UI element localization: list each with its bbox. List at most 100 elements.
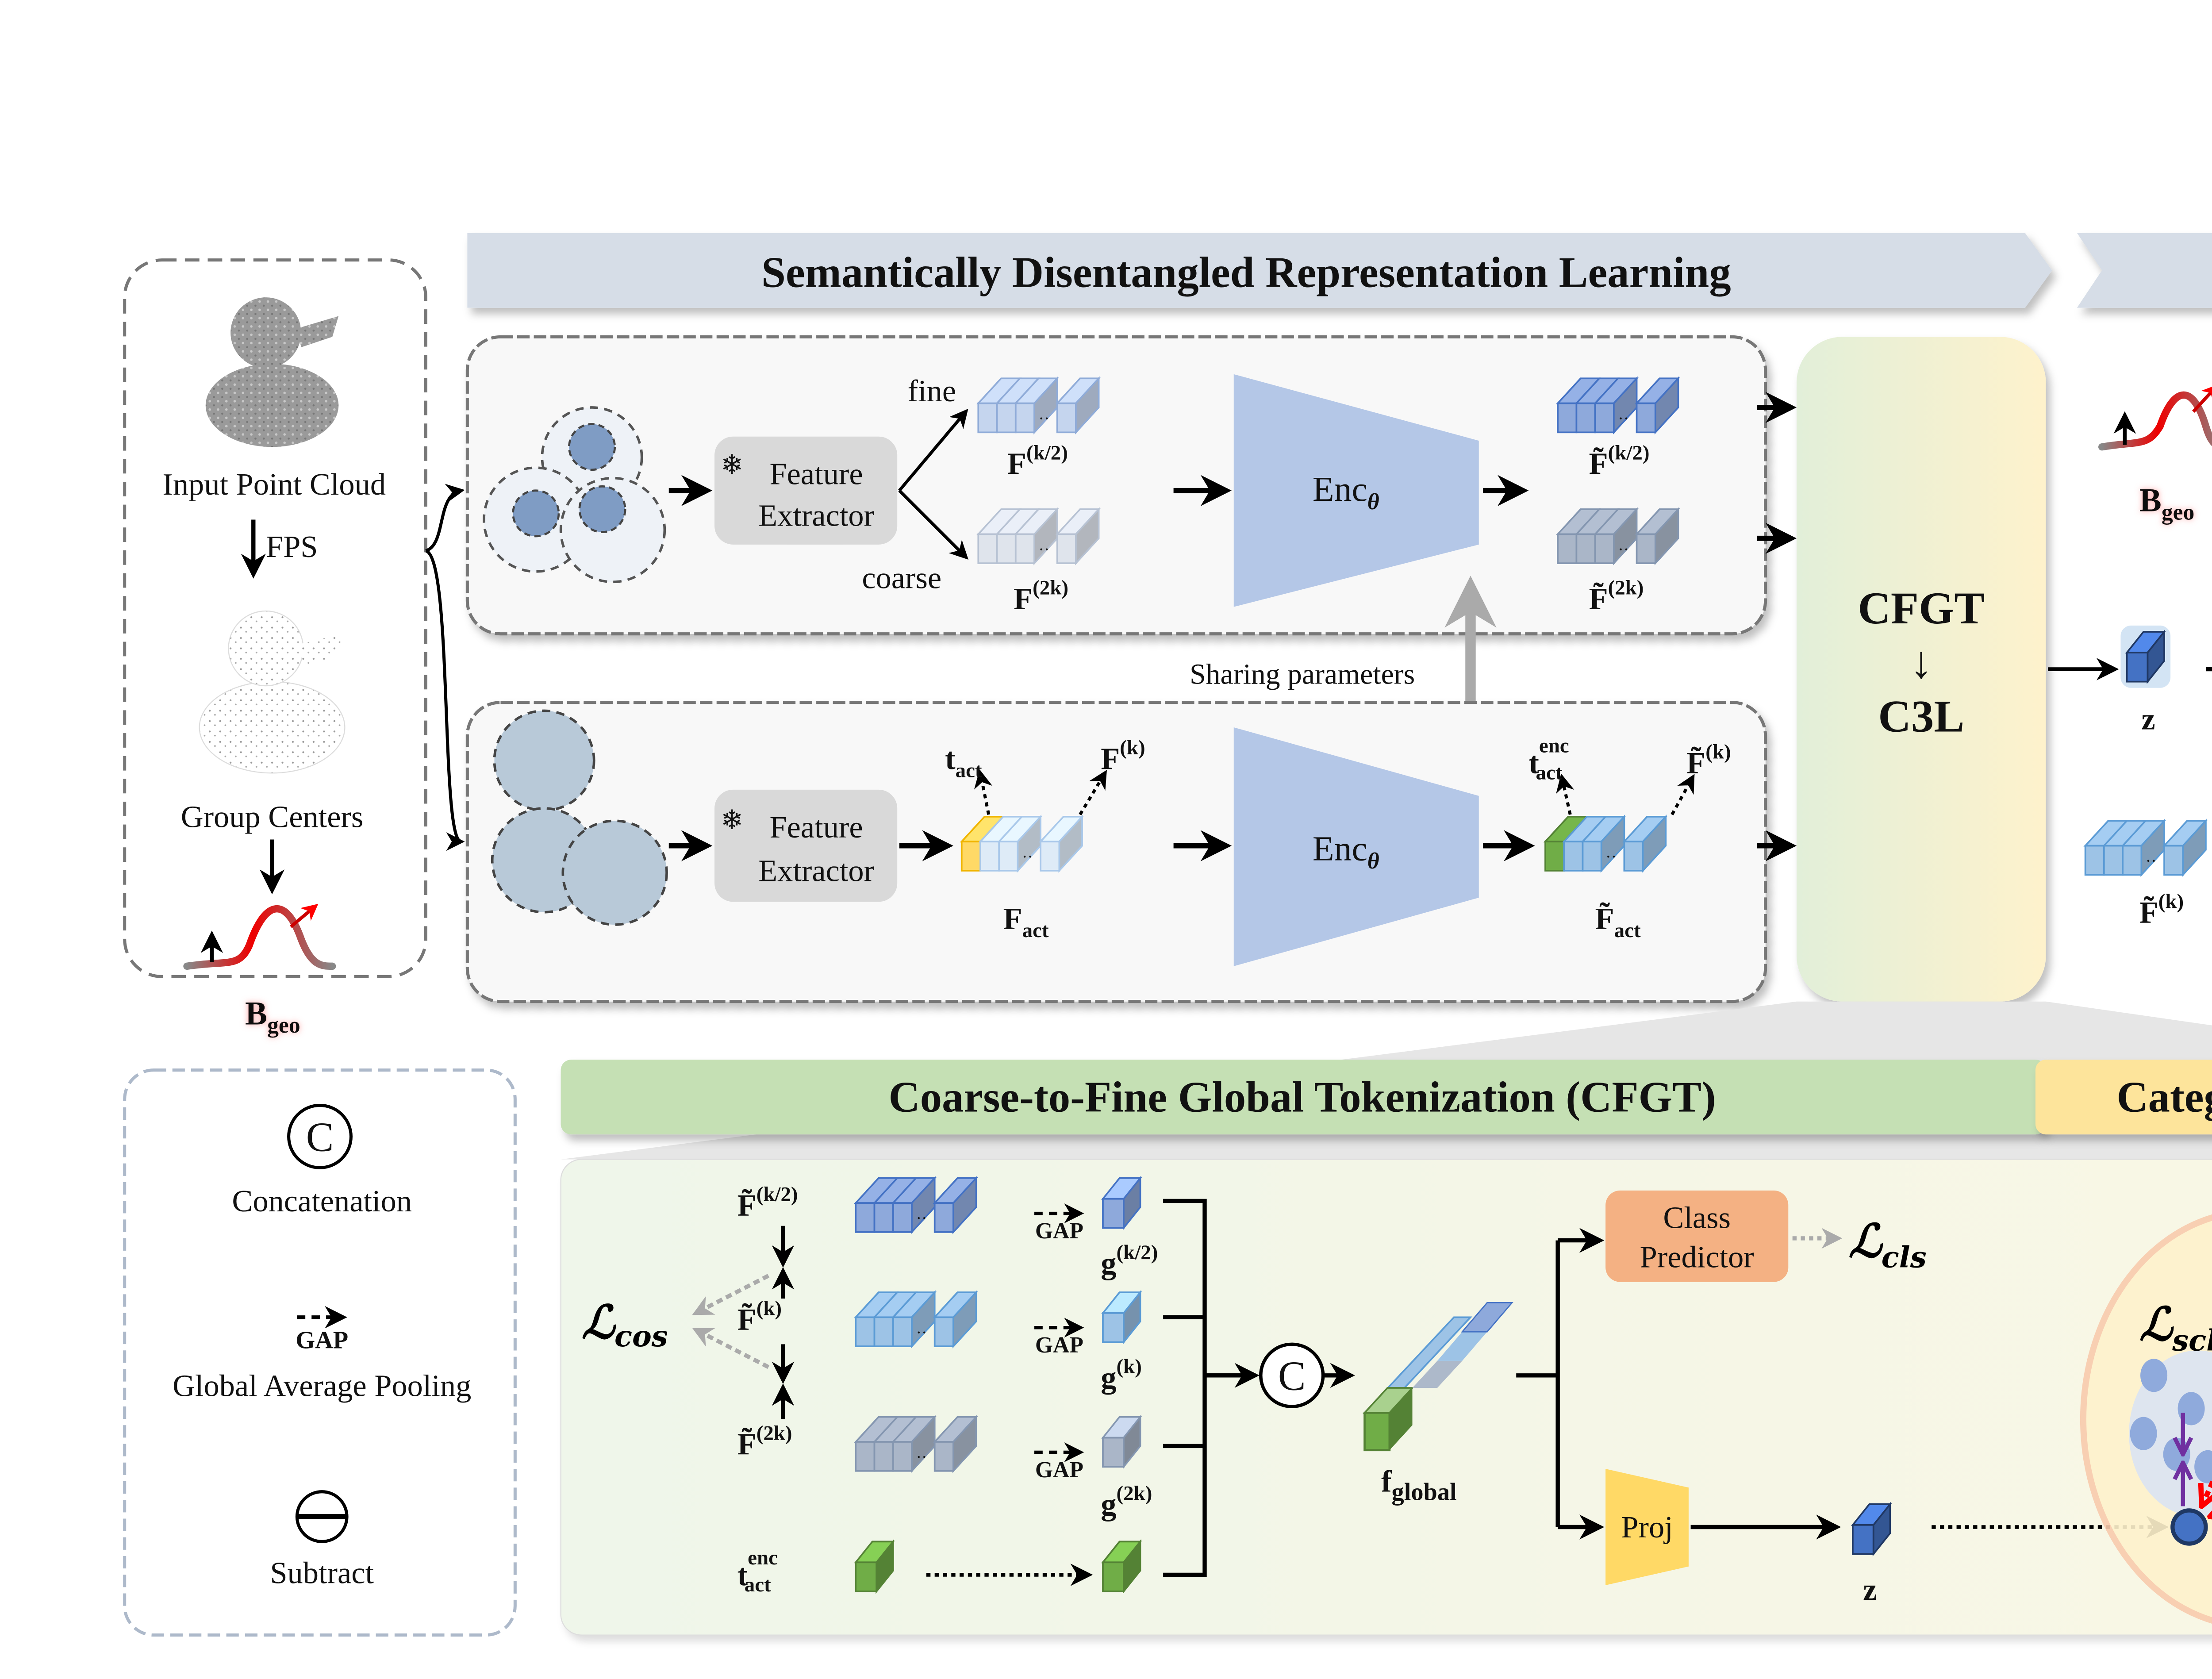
input-point-cloud-label: Input Point Cloud: [162, 467, 386, 502]
cfgt-header: [561, 1060, 2046, 1135]
ellipsis-dots: ··: [1038, 410, 1049, 428]
ellipsis-dots: ··: [916, 1448, 927, 1467]
feature-cell-front: [977, 402, 998, 434]
feature-cell-side: [1058, 815, 1083, 873]
g-k2-label: g(k/2): [1101, 1241, 1158, 1281]
feature-cell-front: [1582, 841, 1602, 872]
gap-label-2k: GAP: [1035, 1457, 1083, 1483]
t-act-enc-dotted-arrow: [1556, 773, 1575, 815]
operator-legend-box: [123, 1068, 517, 1637]
feature-dot: [2130, 1417, 2157, 1450]
global-average-pooling-label: Global Average Pooling: [173, 1369, 471, 1403]
l-cos-label: ℒcos: [582, 1295, 668, 1353]
g-2k-cube: [1101, 1414, 1142, 1469]
g-k-cube: [1101, 1290, 1142, 1345]
feature-cell-front: [933, 1202, 954, 1233]
svg-text:C: C: [1278, 1353, 1306, 1399]
svg-text:C: C: [306, 1114, 334, 1160]
ellipsis-dots: ··: [1618, 410, 1629, 428]
cfgt-c3l-box: [1797, 337, 2046, 1002]
cfgt-block-ft-2k: ··: [854, 1414, 978, 1473]
feature-cell-front: [873, 1441, 894, 1472]
feature-cell-side: [952, 1414, 977, 1473]
gap-label-k: GAP: [1035, 1333, 1083, 1358]
feature-block-ft-2k: ··: [1555, 507, 1680, 565]
bottom-detail-panel-border: [560, 1159, 2212, 1636]
ft-act-label: F̃act: [1595, 901, 1641, 942]
bottom-snowflake-icon: ❄: [721, 806, 743, 835]
input-point-cloud-duck-icon: [205, 297, 339, 447]
top-feature-extractor-box: [714, 436, 898, 545]
feature-cell-front: [1014, 402, 1035, 434]
ellipsis-dots: ··: [1022, 848, 1033, 866]
proj-label: Proj: [1621, 1510, 1673, 1545]
feature-cell-side: [952, 1290, 977, 1349]
fps-label: FPS: [266, 530, 318, 564]
feature-cell-front: [2103, 845, 2124, 876]
feature-cell-side: [1075, 507, 1100, 565]
cfgt-header-title: Coarse-to-Fine Global Tokenization (CFGT…: [889, 1073, 1716, 1122]
feature-cell-side: [1642, 815, 1667, 873]
f-k2-label: F(k/2): [1007, 441, 1068, 481]
cube-front: [1102, 1437, 1125, 1468]
feature-cell-front: [873, 1316, 894, 1347]
feature-cell-front: [2084, 845, 2105, 876]
feature-cell-front: [996, 533, 1017, 564]
feature-cell-front: [1040, 841, 1060, 872]
feature-cell-front: [1623, 841, 1644, 872]
t-act-dotted-arrow: [974, 769, 993, 815]
input-to-bottom-branch-arrow: [425, 549, 465, 851]
group-centers-duck-icon: [199, 610, 346, 774]
bottom-encoder-label: Encθ: [1313, 829, 1379, 874]
g-k2-cube: [1101, 1176, 1142, 1230]
feature-cell-front: [1056, 533, 1077, 564]
cfgt-ft-k2-label: F̃(k/2): [737, 1183, 798, 1222]
header-representation-learning: [467, 233, 2052, 308]
ellipsis-dots: ··: [1605, 848, 1617, 866]
g-2k-label: g(2k): [1101, 1482, 1152, 1521]
bgeo-bump-icon: [183, 903, 336, 970]
class-predictor-label-2: Predictor: [1640, 1240, 1754, 1275]
ellipsis-dots: ··: [916, 1210, 927, 1228]
feature-cell-front: [873, 1202, 894, 1233]
feature-cell-front: [1544, 841, 1565, 872]
subtract-legend-icon: [295, 1490, 349, 1543]
feature-cell-front: [2163, 845, 2184, 876]
bottom-encoder-shape: [1233, 727, 1479, 966]
l-cls-label: ℒcls: [1848, 1214, 1926, 1274]
f-2k-label: F(2k): [1014, 576, 1068, 616]
feature-cell-front: [933, 1441, 954, 1472]
cos-to-k2-dotted: [692, 1274, 770, 1315]
feature-cell-front: [1636, 533, 1656, 564]
feature-cell-front: [855, 1441, 876, 1472]
cfgt-ft-k-label: F̃(k): [737, 1297, 782, 1337]
feature-block-f-k2: ··: [976, 376, 1101, 435]
cube-front: [1102, 1198, 1125, 1229]
ellipsis-dots: ··: [1038, 541, 1049, 559]
top-feature-extractor-label-1: Feature: [770, 457, 863, 492]
feature-cell-front: [1594, 533, 1615, 564]
feature-cell-side: [1075, 376, 1100, 435]
feature-cell-front: [892, 1441, 913, 1472]
top-branch-panel: [465, 335, 1767, 636]
feature-cell-side: [1654, 507, 1679, 565]
decoder-bgeo-bump-icon: [2098, 384, 2212, 451]
t-act-label: tact: [945, 742, 982, 782]
feature-cell-front: [1594, 402, 1615, 434]
g-t-act-enc-cube: [1101, 1539, 1142, 1594]
header-reconstruction: [2077, 233, 2212, 308]
bottom-feature-extractor-label-1: Feature: [770, 810, 863, 845]
coarse-label: coarse: [862, 561, 941, 595]
feature-dot: [2163, 1437, 2190, 1471]
feature-cell-front: [933, 1316, 954, 1347]
cube-side: [1123, 1414, 1141, 1469]
subtract-label: Subtract: [270, 1556, 374, 1590]
f-k-label: F(k): [1101, 736, 1145, 776]
bottom-feature-extractor-label-2: Extractor: [758, 853, 874, 888]
feature-block-ft-act: ··: [1543, 815, 1668, 873]
ft-2k-label: F̃(2k): [1589, 576, 1644, 616]
c3l-header-title: Category-Conditioned Contrastive Learnin…: [2116, 1073, 2212, 1122]
bottom-masked-duck-icon: [491, 709, 668, 926]
